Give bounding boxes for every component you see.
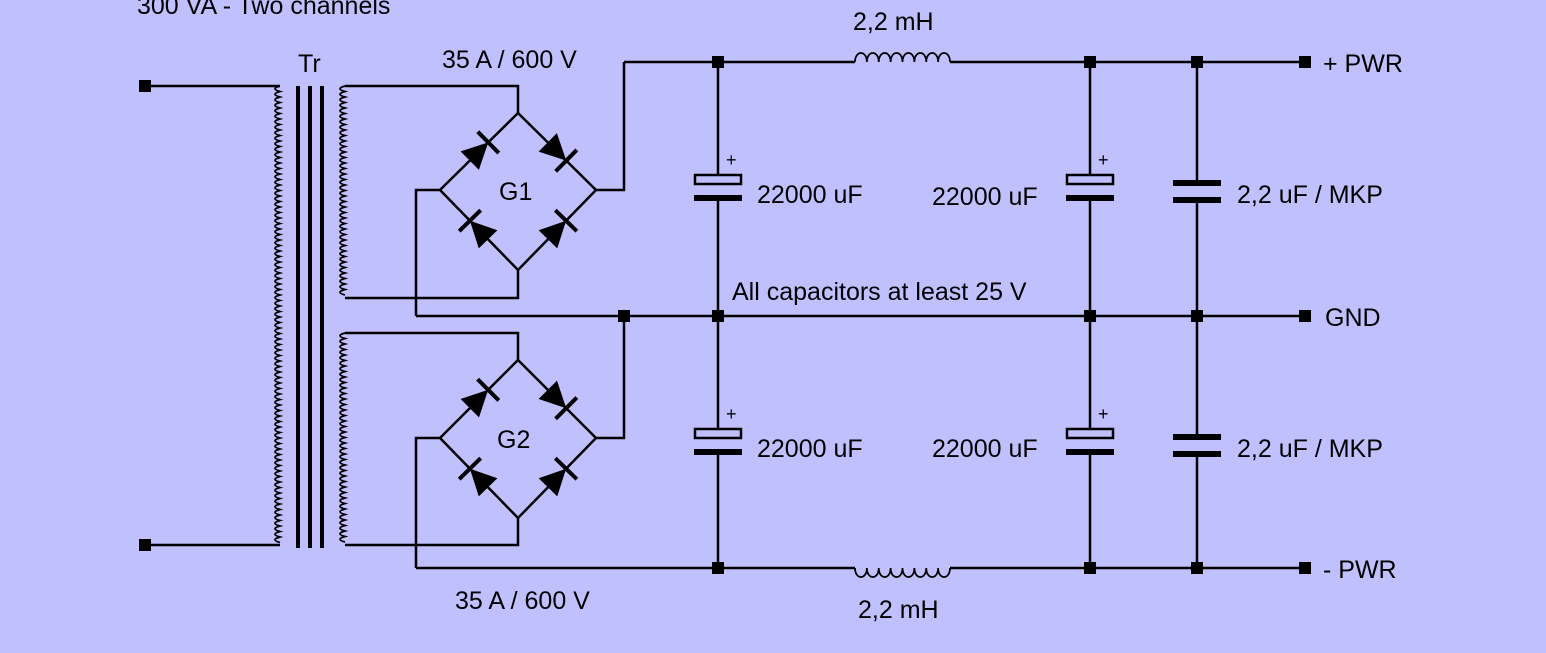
output-terminal-neg [1299,562,1311,574]
film-capacitor-bottom [1173,434,1221,457]
header-text: 300 VA - Two channels [137,0,390,20]
inductor-top-label: 2,2 mH [853,8,934,36]
inductor-top [854,52,951,63]
cap1-bottom-plus: + [726,404,737,424]
junction-dots [618,56,1203,574]
electrolytic-capacitor-1-top [693,173,743,201]
output-terminal-pos [1299,56,1311,68]
transformer-secondary-coil-2 [339,332,349,543]
inductor-bottom-label: 2,2 mH [858,596,939,624]
electrolytic-capacitor-2-top [1065,173,1115,201]
cap3-bottom-label: 2,2 uF / MKP [1237,435,1383,463]
inductor-bottom [854,567,951,578]
bridge-rectifier-g2: G2 [438,358,598,520]
cap1-bottom-label: 22000 uF [757,435,863,463]
electrolytic-capacitor-1-bottom [693,427,743,455]
transformer-core [296,86,324,548]
capacitor-voltage-note: All capacitors at least 25 V [732,278,1027,306]
output-neg-label: - PWR [1323,556,1397,584]
input-terminal-bottom [139,539,151,551]
wiring [345,60,1305,570]
bridge-g2-rating: 35 A / 600 V [455,587,590,615]
cap2-bottom-label: 22000 uF [932,435,1038,463]
output-gnd-label: GND [1325,304,1381,332]
transformer-secondary-coil-1 [339,85,349,296]
film-capacitor-top [1173,180,1221,203]
input-terminal-top [139,80,151,92]
output-terminal-gnd [1299,310,1311,322]
cap2-bottom-plus: + [1098,404,1109,424]
bridge-rectifier-g1: G1 [438,111,598,272]
transformer: Tr [145,50,349,548]
cap2-top-label: 22000 uF [932,183,1038,211]
cap2-top-plus: + [1098,150,1109,170]
output-pos-label: + PWR [1323,50,1403,78]
bridge-g1-label: G1 [499,178,532,206]
electrolytic-capacitor-2-bottom [1065,427,1115,455]
cap3-top-label: 2,2 uF / MKP [1237,181,1383,209]
cap1-top-label: 22000 uF [757,181,863,209]
bridge-g2-label: G2 [497,426,530,454]
cap1-top-plus: + [726,150,737,170]
transformer-label: Tr [298,50,321,78]
transformer-primary-coil [274,85,284,544]
bridge-g1-rating: 35 A / 600 V [442,46,577,74]
